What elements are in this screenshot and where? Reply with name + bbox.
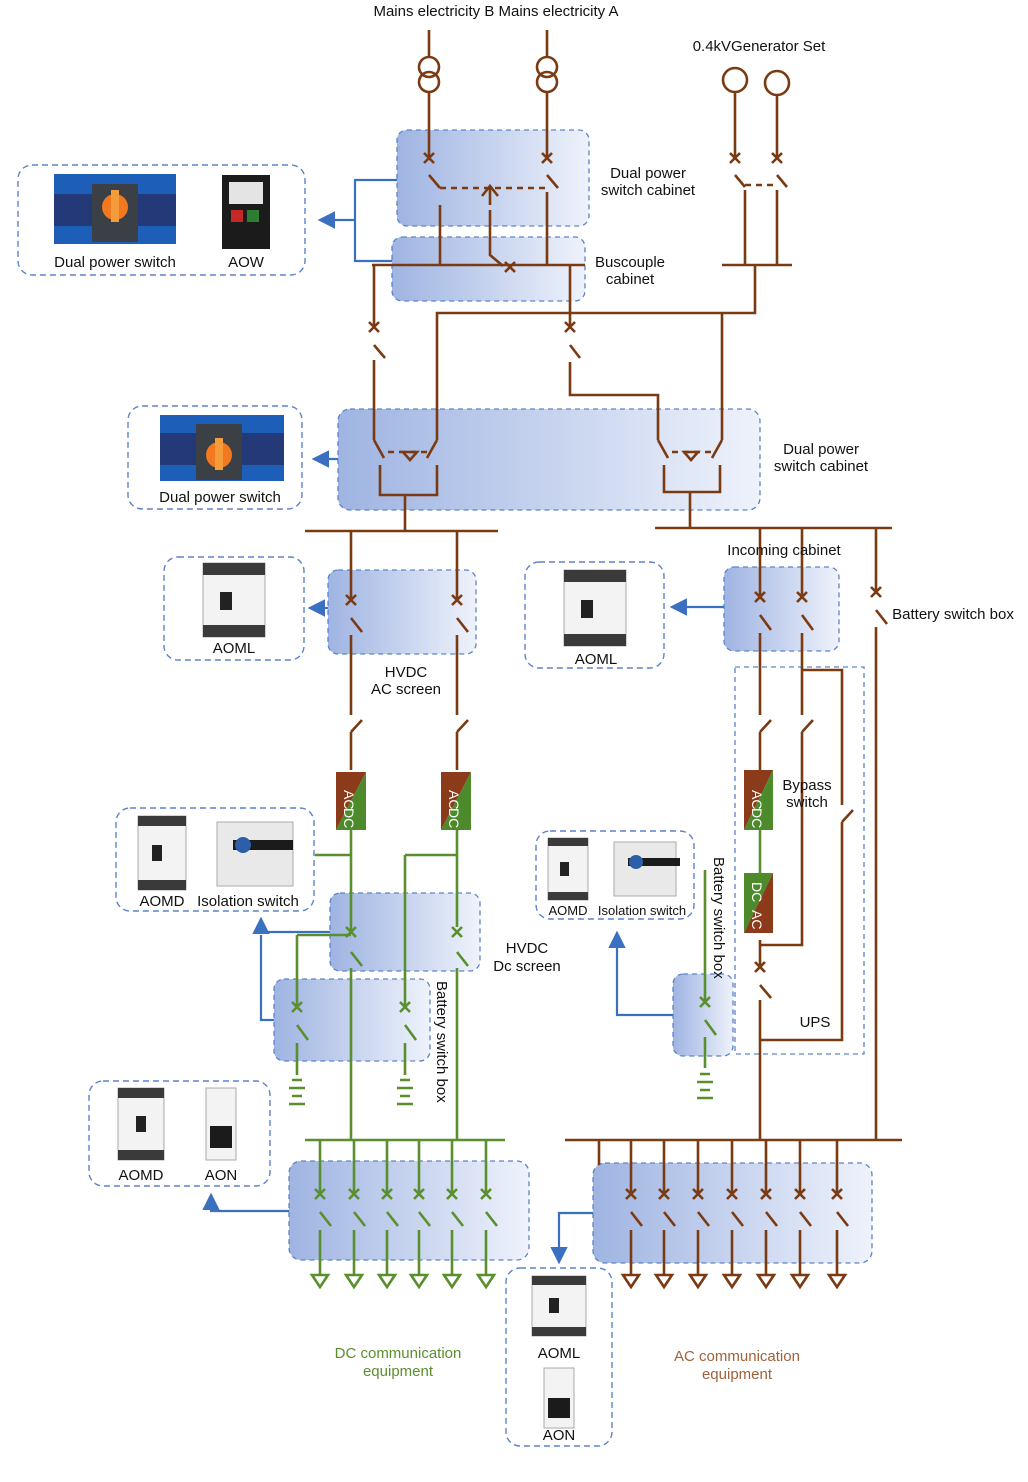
hvdc-ac-label-2: AC screen: [371, 681, 441, 698]
ac-wiring: [305, 30, 902, 1165]
aoml-image-bottom: [531, 1275, 587, 1337]
hvdc-ac-screen-panel: [327, 569, 477, 655]
incoming-cabinet-label: Incoming cabinet: [727, 542, 841, 559]
product-label-isolation-left: Isolation switch: [197, 893, 299, 910]
product-label-aoml-left: AOML: [213, 640, 256, 657]
dc-feeder-1: [309, 1140, 333, 1290]
product-label-aon-right: AON: [543, 1427, 576, 1444]
converter-hvdc-1: AC DC: [336, 772, 366, 830]
aoml-breaker-image-left: [202, 562, 266, 638]
dc-feeder-2: [343, 1140, 367, 1290]
aomd-image-right: [547, 837, 589, 901]
product-label-aomd-right: AOMD: [549, 903, 588, 918]
dual-power-cabinet-top: [396, 129, 590, 227]
product-box-aomd-aon: [88, 1080, 271, 1187]
dual-power-cabinet-mid-label-1: Dual power: [783, 441, 859, 458]
ac-feeder-2: [653, 1140, 677, 1290]
product-label-dual-power-switch-top: Dual power switch: [54, 254, 176, 271]
dc-feeder-4: [408, 1140, 432, 1290]
product-label-aoml-right: AOML: [575, 651, 618, 668]
product-boxes: Dual power switch AOW Dual power switch …: [17, 164, 695, 1447]
converter-ac-label: AC: [749, 790, 765, 809]
aon-image-right: [543, 1367, 575, 1429]
dual-power-switch-image-2: [160, 415, 284, 481]
dual-power-cabinet-mid-label-2: switch cabinet: [774, 458, 869, 475]
aomd-image-bottom: [117, 1087, 165, 1161]
buscouple-label-1: Buscouple: [595, 254, 665, 271]
battery-switch-box-right-label: Battery switch box: [892, 606, 1014, 623]
ac-outgoing-feeders: [620, 1140, 850, 1290]
product-label-isolation-right: Isolation switch: [598, 903, 686, 918]
dc-feeder-6: [475, 1140, 499, 1290]
ups-label: UPS: [800, 1014, 831, 1031]
product-label-aomd-bottom: AOMD: [119, 1167, 164, 1184]
dc-outgoing-feeders: [309, 1140, 499, 1290]
aomd-image-left: [137, 815, 187, 891]
hvdc-dc-label-2: Dc screen: [493, 958, 561, 975]
buscouple-cabinet: [391, 236, 586, 302]
isolation-switch-image-left: [216, 821, 294, 887]
diagram-labels: Mains electricity B Mains electricity A …: [335, 3, 1015, 1383]
ac-feeder-5: [755, 1140, 779, 1290]
converter-hvdc-2: AC DC: [441, 772, 471, 830]
incoming-cabinet-panel: [723, 566, 840, 652]
buscouple-label-2: cabinet: [606, 271, 655, 288]
dc-equipment-label-2: equipment: [363, 1363, 434, 1380]
mains-title: Mains electricity B Mains electricity A: [373, 3, 618, 20]
converter-dc-label: DC: [749, 882, 765, 902]
battery-switch-box-ups-label: Battery switch box: [710, 857, 727, 979]
product-label-aow: AOW: [228, 254, 265, 271]
dc-equipment-label-1: DC communication: [335, 1345, 462, 1362]
dual-power-switch-image: [54, 174, 176, 244]
ac-equipment-label-1: AC communication: [674, 1348, 800, 1365]
dc-distribution-panel: [288, 1160, 530, 1261]
product-label-aomd-left: AOMD: [140, 893, 185, 910]
product-label-aon-bottom: AON: [205, 1167, 238, 1184]
hvdc-dc-label-1: HVDC: [506, 940, 549, 957]
converter-dc-label: DC: [341, 808, 357, 828]
aoml-breaker-image-right: [563, 569, 627, 647]
dual-power-cabinet-top-label-2: switch cabinet: [601, 182, 696, 199]
ac-feeder-6: [789, 1140, 813, 1290]
aow-breaker-image: [222, 175, 270, 249]
converter-ac-label: AC: [446, 790, 462, 809]
dual-power-cabinet-top-label-1: Dual power: [610, 165, 686, 182]
battery-switch-box-left-label: Battery switch box: [433, 981, 450, 1103]
dc-feeder-5: [441, 1140, 465, 1290]
link-arrows: [202, 178, 724, 1265]
battery-box-ups-panel: [672, 973, 734, 1057]
converter-dc-label: DC: [446, 808, 462, 828]
converter-ups-inverter: DC AC: [744, 873, 773, 933]
isolation-switch-image-right: [613, 841, 680, 897]
cabinet-panels: [273, 129, 873, 1264]
converter-ups-rectifier: AC DC: [744, 770, 773, 830]
hvdc-ac-label-1: HVDC: [385, 664, 428, 681]
ac-feeder-3: [687, 1140, 711, 1290]
dc-wiring: [289, 830, 762, 1142]
product-label-dual-power-switch-mid: Dual power switch: [159, 489, 281, 506]
ups-dashed-frame: [734, 666, 865, 1055]
converter-ac-label: AC: [749, 910, 765, 929]
bypass-label-2: switch: [786, 794, 828, 811]
dc-feeder-3: [376, 1140, 400, 1290]
aon-image-bottom: [205, 1087, 237, 1161]
converter-ac-label: AC: [341, 790, 357, 809]
bypass-label-1: Bypass: [782, 777, 831, 794]
ac-feeder-4: [721, 1140, 745, 1290]
generator-label: 0.4kVGenerator Set: [693, 38, 826, 55]
converter-dc-label: DC: [749, 808, 765, 828]
ac-feeder-7: [826, 1140, 850, 1290]
ac-equipment-label-2: equipment: [702, 1366, 773, 1383]
product-label-aoml-bottom: AOML: [538, 1345, 581, 1362]
ac-feeder-1: [620, 1140, 644, 1290]
